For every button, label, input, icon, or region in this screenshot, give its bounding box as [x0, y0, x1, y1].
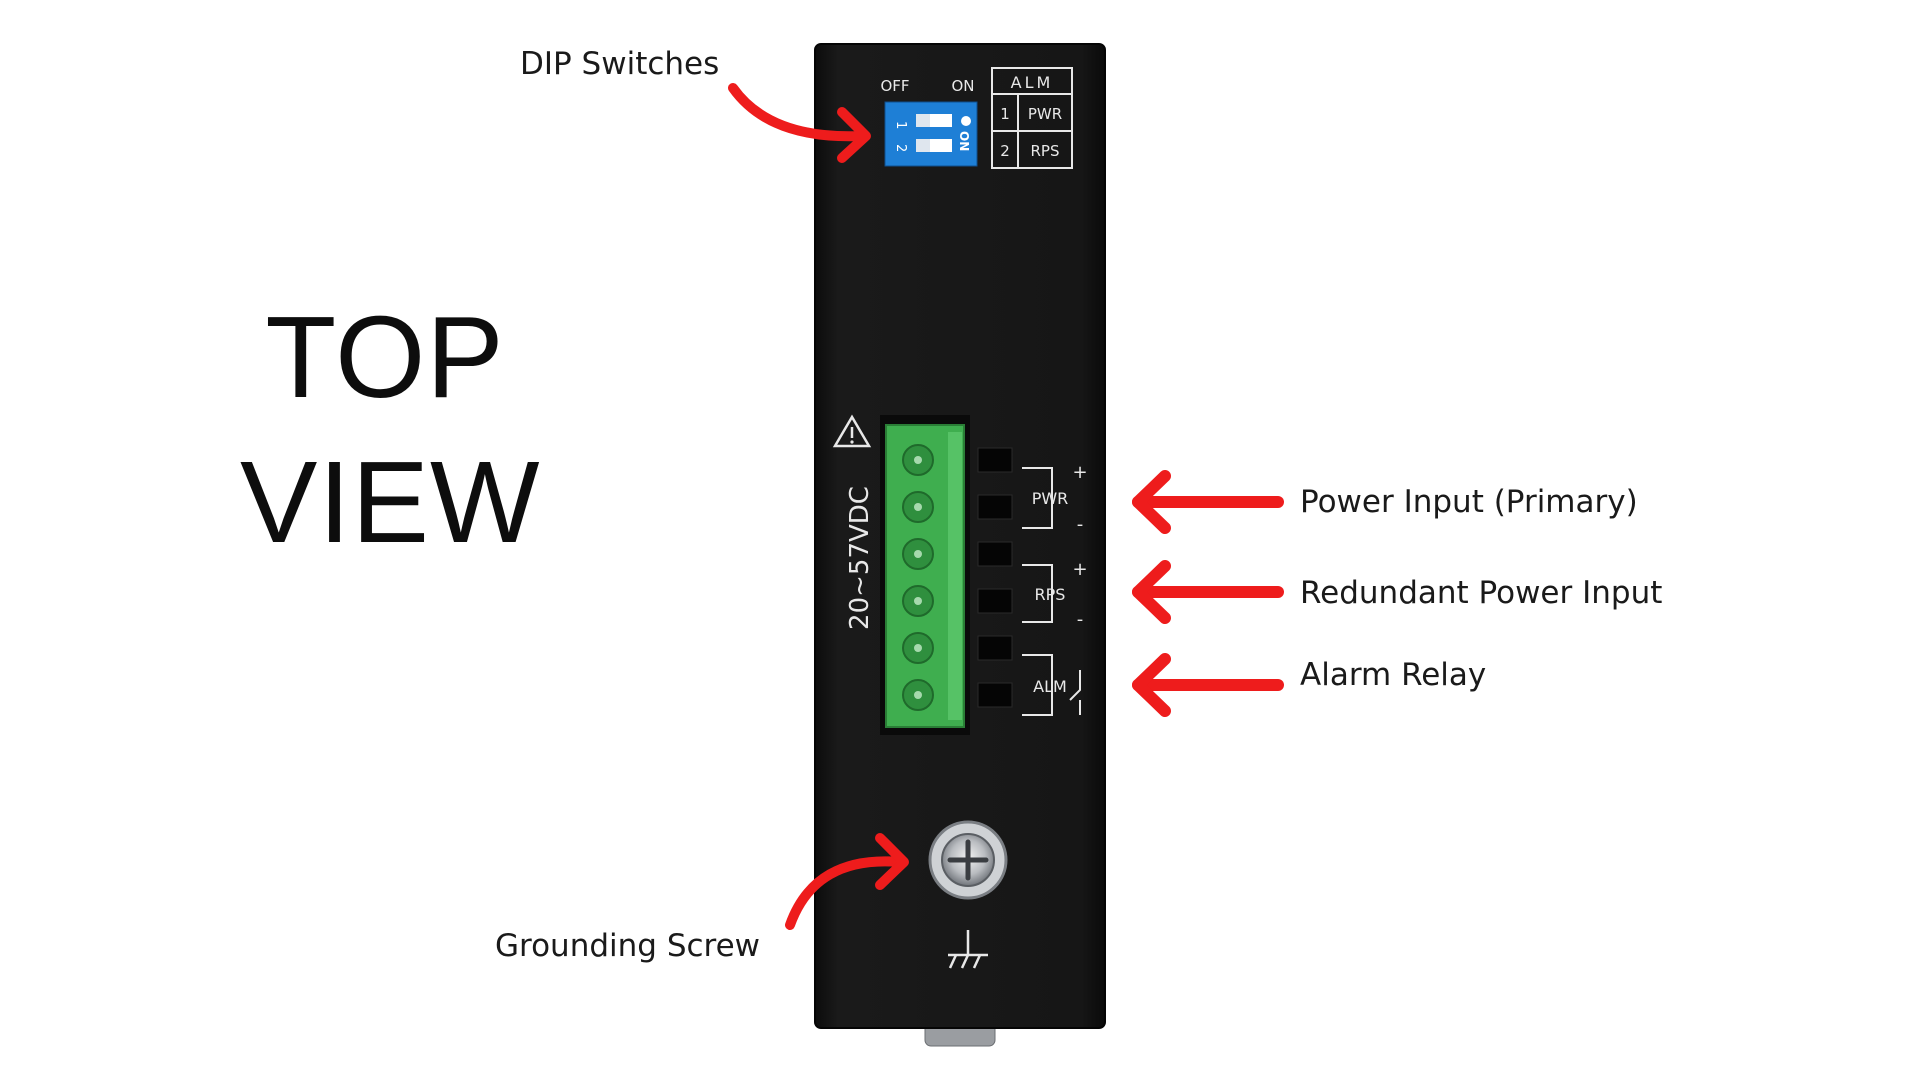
callout-redundant-power: Redundant Power Input: [1300, 575, 1663, 611]
dip-on-dot: [961, 116, 971, 126]
wire-slot: [977, 588, 1013, 614]
terminal-screw: [902, 491, 934, 523]
pwr-plus: +: [1072, 462, 1087, 483]
terminal-label-rps: RPS: [1035, 585, 1066, 604]
warning-icon: [832, 414, 872, 448]
pwr-minus: -: [1077, 514, 1084, 535]
title-line-2: VIEW: [240, 437, 541, 567]
wire-slot: [977, 635, 1013, 661]
grounding-screw: [928, 820, 1008, 900]
alm-row-2-label: RPS: [1031, 142, 1060, 160]
terminal-label-alm: ALM: [1033, 677, 1067, 696]
dip-num-2: 2: [893, 144, 908, 152]
terminal-screws: [902, 444, 934, 711]
terminal-label-pwr: PWR: [1032, 489, 1069, 508]
terminal-screw: [902, 632, 934, 664]
wire-slot: [977, 447, 1013, 473]
rps-plus: +: [1072, 559, 1087, 580]
arrow-dip-switches: [728, 83, 871, 163]
dip-off-label: OFF: [880, 77, 909, 95]
alm-row-2-num: 2: [1000, 142, 1010, 160]
voltage-label: 20~57VDC: [845, 486, 875, 630]
terminal-screw: [902, 538, 934, 570]
arrow-redundant-power: [1132, 560, 1284, 624]
wire-slot: [977, 682, 1013, 708]
alm-table-header: ALM: [1011, 73, 1054, 92]
alm-row-1-label: PWR: [1028, 105, 1062, 123]
wire-slot: [977, 541, 1013, 567]
ground-symbol-icon: [948, 930, 988, 969]
terminal-brackets: [1022, 467, 1081, 716]
arrow-grounding-screw: [785, 833, 909, 930]
wire-slot: [977, 494, 1013, 520]
wire-slots: [977, 447, 1013, 708]
dip-switch-2-knob: [930, 139, 952, 152]
title-line-1: TOP: [265, 292, 505, 422]
dip-switch-housing: [884, 101, 978, 167]
dip-on-marker: ON: [957, 131, 971, 151]
alm-row-1-num: 1: [1000, 105, 1010, 123]
terminal-screw: [902, 585, 934, 617]
dip-num-1: 1: [893, 121, 908, 129]
callout-grounding-screw: Grounding Screw: [495, 928, 761, 964]
terminal-screw: [902, 444, 934, 476]
arrow-alarm-relay: [1132, 653, 1284, 717]
dip-on-label: ON: [951, 77, 974, 95]
callout-power-primary: Power Input (Primary): [1300, 484, 1638, 520]
dip-switch-block: OFF ON 1 2 ON: [880, 77, 978, 167]
rps-minus: -: [1077, 609, 1084, 630]
callout-dip-switches: DIP Switches: [520, 46, 720, 82]
title-block: TOP VIEW: [240, 285, 541, 575]
alm-table: [991, 67, 1073, 169]
terminal-screw: [902, 679, 934, 711]
callout-alarm-relay: Alarm Relay: [1300, 657, 1487, 693]
arrow-power-primary: [1132, 470, 1284, 534]
dip-switch-1-knob: [930, 114, 952, 127]
